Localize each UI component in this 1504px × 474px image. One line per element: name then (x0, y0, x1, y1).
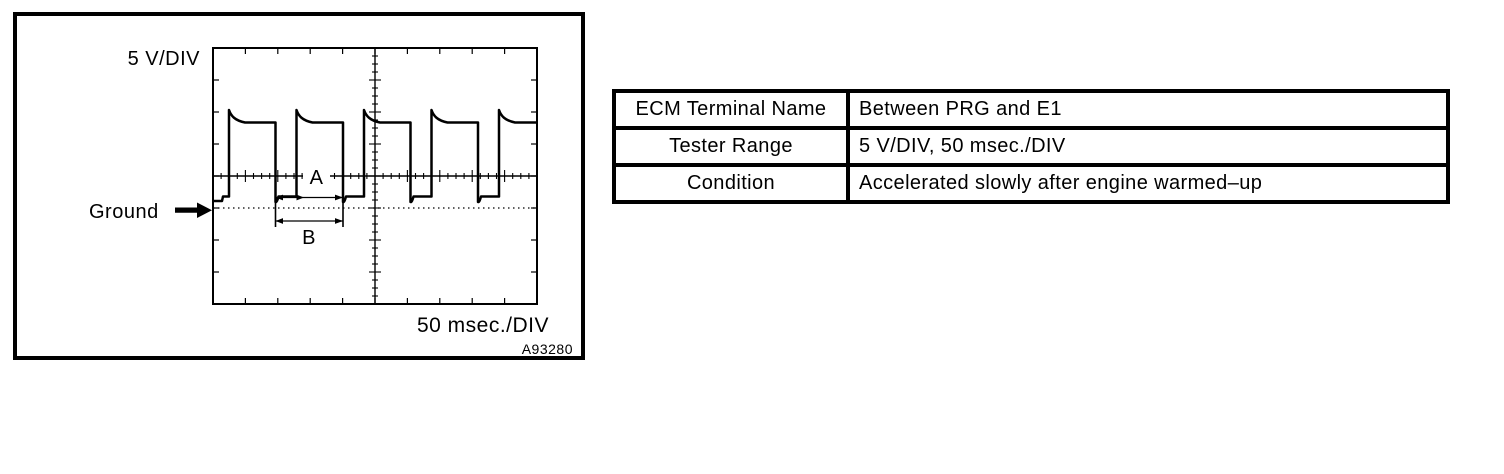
arrowhead-a-mid-icon (296, 194, 304, 201)
arrowhead-b-left-icon (275, 218, 283, 224)
marker-a-backdrop (303, 163, 330, 186)
arrowhead-a-left-icon (275, 194, 283, 201)
row-label-ecm-terminal-name: ECM Terminal Name (616, 93, 850, 126)
row-value-condition: Accelerated slowly after engine warmed–u… (859, 172, 1263, 194)
table-row: Condition Accelerated slowly after engin… (616, 163, 1446, 200)
arrowhead-a-right-icon (335, 194, 343, 201)
marker-a-label: A (310, 167, 324, 189)
ground-arrow-icon (175, 202, 212, 218)
row-value-ecm-terminal-name: Between PRG and E1 (859, 98, 1062, 120)
arrowhead-b-right-icon (335, 218, 343, 224)
spec-table: ECM Terminal Name Between PRG and E1 Tes… (612, 89, 1450, 204)
figure-border (13, 12, 585, 360)
oscilloscope-figure: 5 V/DIV Ground A B 50 msec./DIV A93280 (13, 12, 585, 360)
horizontal-scale-label: 50 msec./DIV (417, 314, 549, 337)
figure-code: A93280 (522, 341, 573, 357)
row-label-tester-range: Tester Range (616, 130, 850, 163)
table-row: ECM Terminal Name Between PRG and E1 (616, 93, 1446, 126)
vertical-scale-label: 5 V/DIV (128, 48, 201, 70)
row-label-condition: Condition (616, 167, 850, 200)
ground-label: Ground (89, 201, 159, 223)
row-value-tester-range: 5 V/DIV, 50 msec./DIV (859, 135, 1066, 157)
dimension-extension-lines (274, 196, 344, 227)
marker-b-label: B (302, 227, 316, 249)
table-row: Tester Range 5 V/DIV, 50 msec./DIV (616, 126, 1446, 163)
oscilloscope-svg: 5 V/DIV Ground A B 50 msec./DIV A93280 (13, 12, 585, 360)
